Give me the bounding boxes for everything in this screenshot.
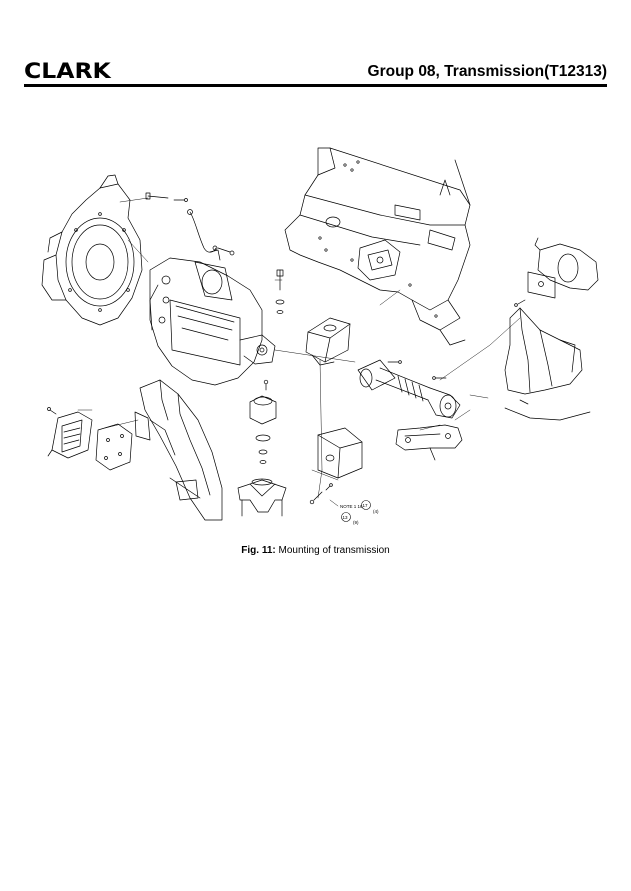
figure-caption: Fig. 11: Mounting of transmission [0,545,631,557]
mount-bracket-lower [317,427,363,479]
lower-frame-fender [134,379,223,521]
figure-caption-text: Mounting of transmission [275,545,390,556]
sensor-cable [187,209,235,256]
page-header: CLARK Group 08, Transmission(T12313) [24,56,607,88]
bolts-upper [145,192,188,202]
mounting-bolt [275,269,285,314]
bolt-lower [309,483,333,505]
chassis-frame [284,147,471,346]
rubber-mount-stack [249,379,277,464]
mounting-plate [95,423,133,471]
right-frame-bracket [504,307,591,421]
header-rule [24,84,607,87]
engine-bell-housing [41,174,143,326]
figure-label: Fig. 11: [241,545,276,556]
callout-note: NOTE 1 16 [340,504,363,509]
rear-axle-housing [514,237,599,307]
linkage-bracket [395,424,463,461]
clark-logo: CLARK [24,59,111,83]
ecu-module [47,407,93,459]
rubber-mount-center [305,317,351,366]
callouts: NOTE 1 16 17 (4) 13 (9) [329,499,379,525]
callout-ref-b: 13 [343,515,349,520]
transmission-exploded-diagram: NOTE 1 16 17 (4) 13 (9) [40,138,610,533]
cradle-bracket [237,478,287,517]
callout-suffix-b: (9) [353,520,359,525]
driveshaft [357,359,461,419]
transmission-body [149,245,276,386]
callout-suffix-a: (4) [373,509,379,514]
page-title: Group 08, Transmission(T12313) [367,63,607,80]
callout-ref-a: 17 [363,503,369,508]
